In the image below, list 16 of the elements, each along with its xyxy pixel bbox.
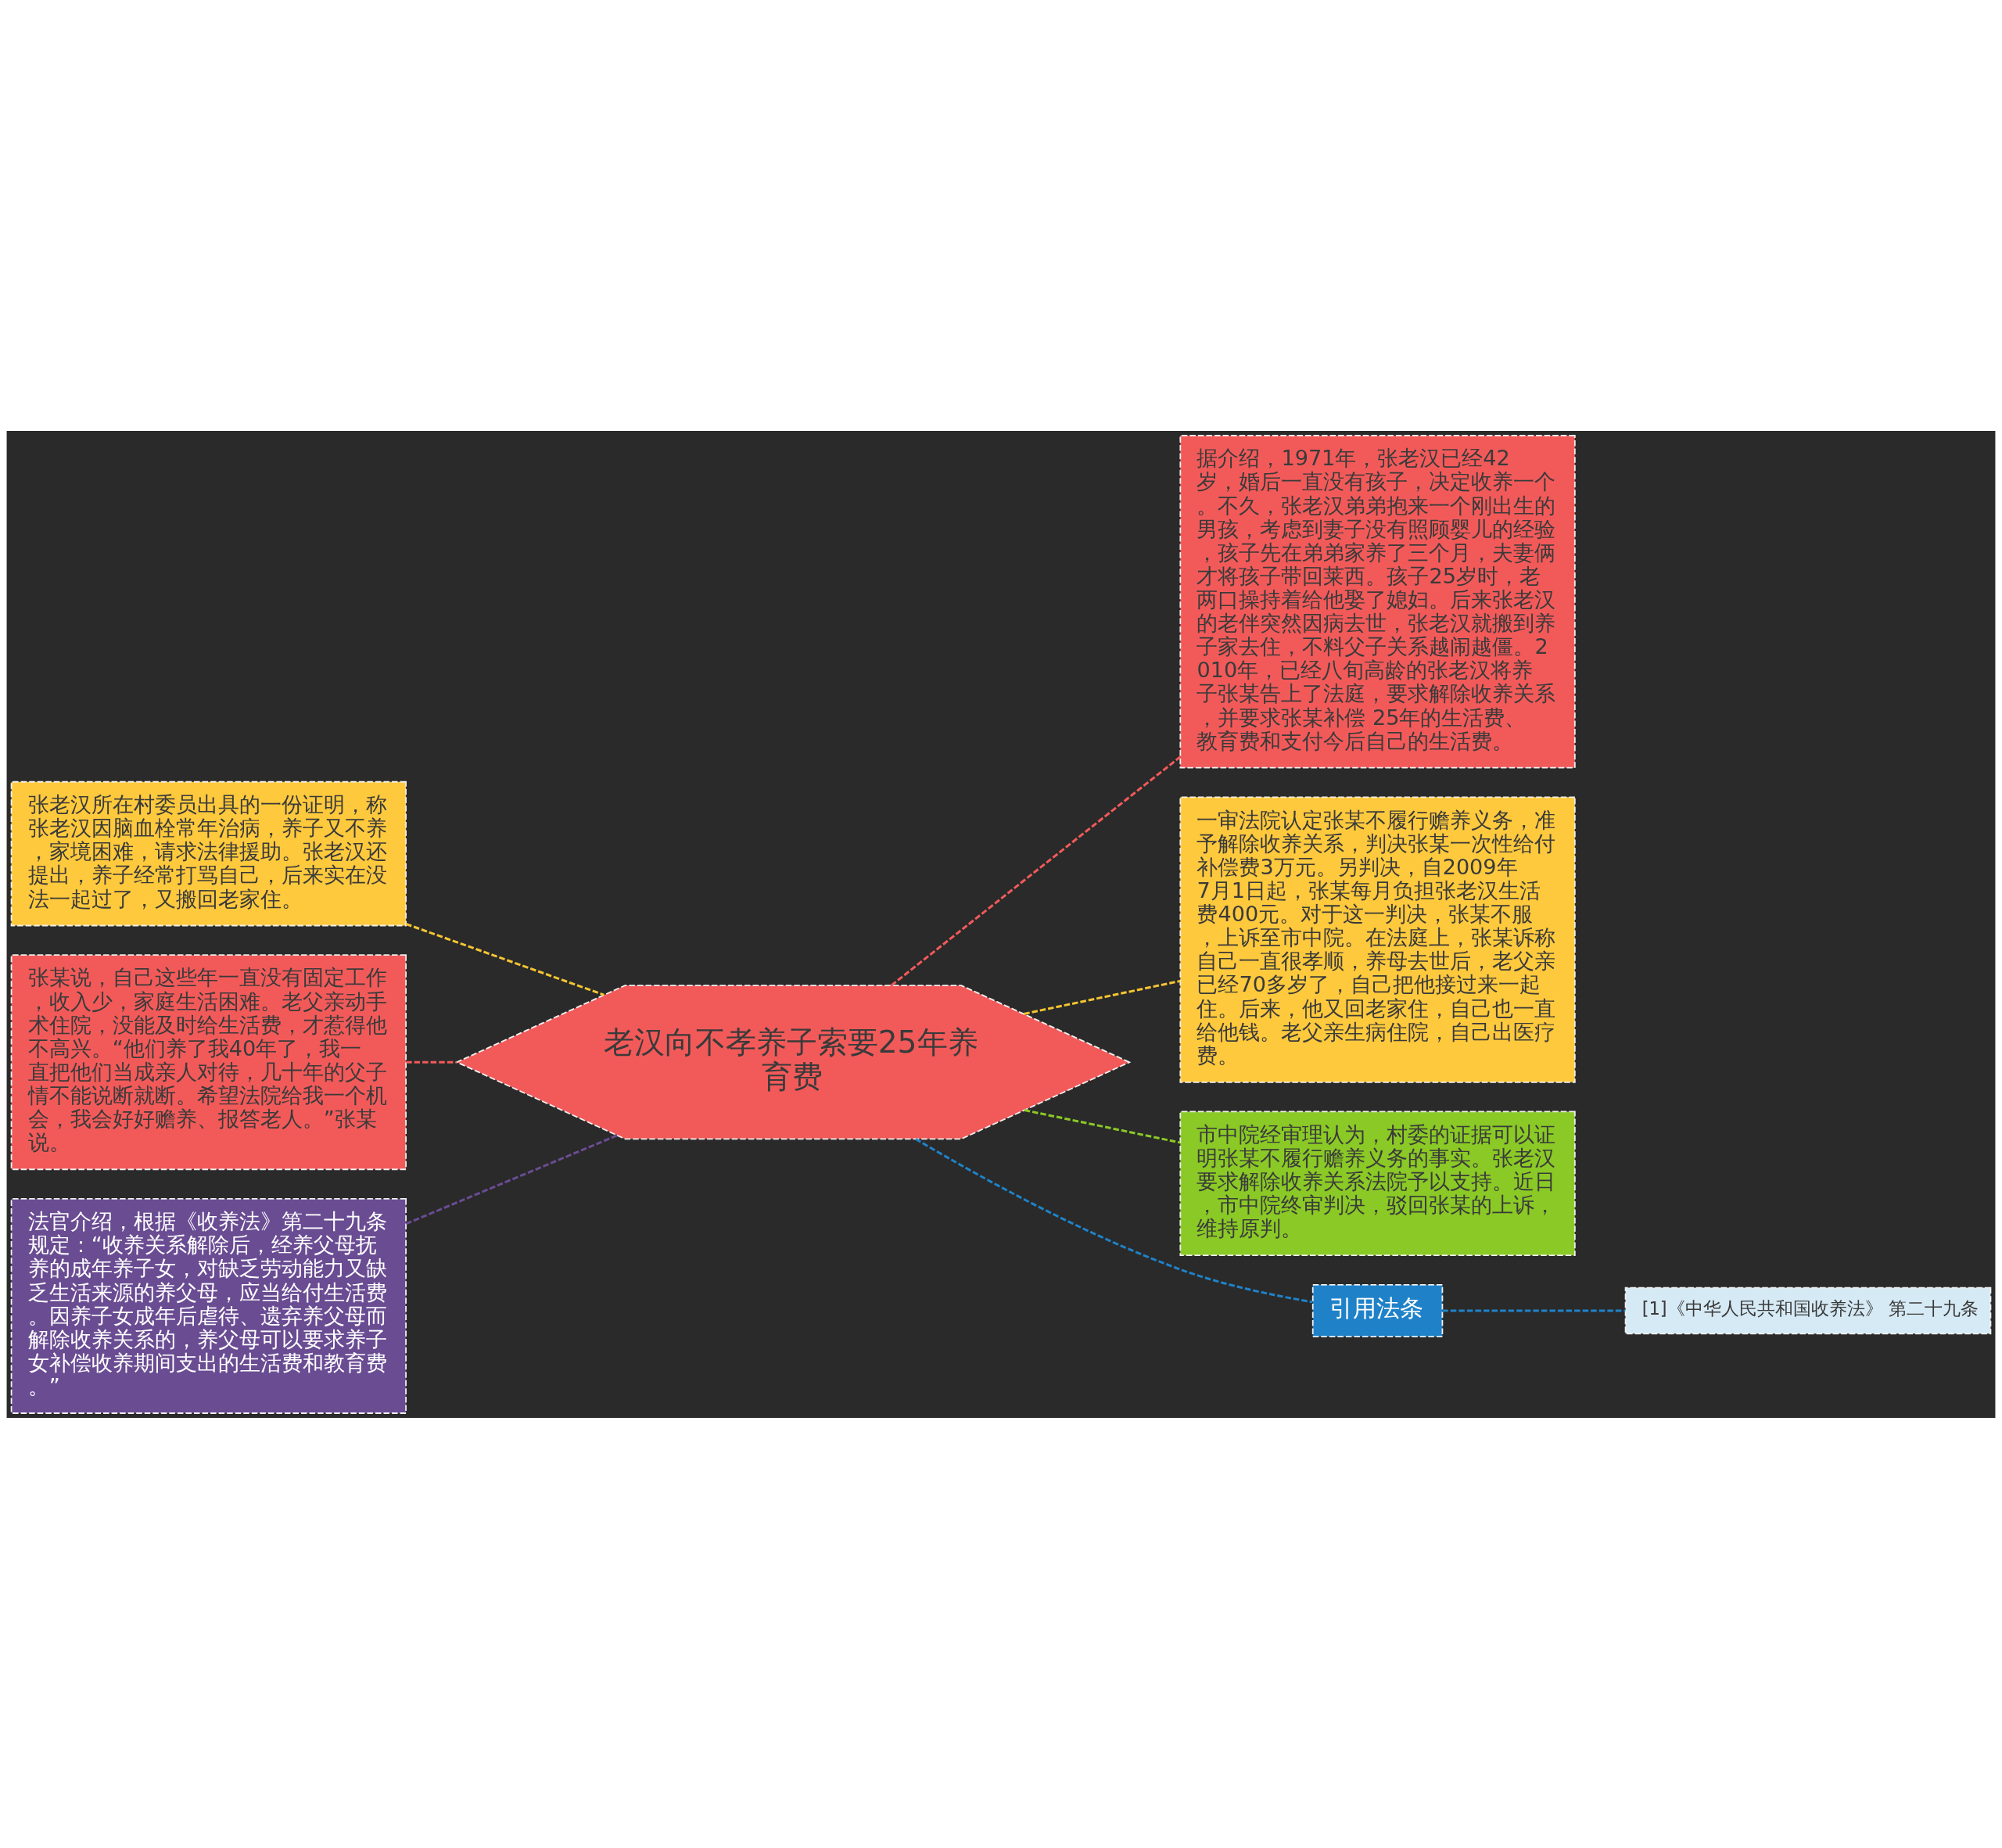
connector	[406, 1060, 457, 1064]
connector	[915, 1137, 1313, 1303]
connector	[890, 755, 1182, 986]
connector	[1442, 1308, 1626, 1312]
connector	[405, 1134, 618, 1225]
connector	[1024, 979, 1181, 1015]
connector	[405, 922, 605, 996]
connector	[1024, 1108, 1181, 1143]
node-box: 市中院经审理认为，村委的证据可以证明张某不履行赡养义务的事实。张老汉要求解除收养关系法院予以支持。近日，市中院终审判决，驳回张某的上诉，维持原判。	[1179, 1111, 1576, 1256]
node-box: 张某说，自己这些年一直没有固定工作，收入少，家庭生活困难。老父亲动手术住院，没能及时给生活费，才惹得他不高兴。“他们养了我40年了，我一直把他们当成亲人对待，几十年的父子情不能说断就断。希望法院给我一个机会，我会好好赡养、报答老人。”张某说。	[10, 953, 407, 1170]
node-box: 一审法院认定张某不履行赡养义务，准予解除收养关系，判决张某一次性给付补偿费3万元。另判决，自2009年7月1日起，张某每月负担张老汉生活费400元。对于这一判决，张某不服，上诉至市中院。在法庭上，张某诉称自己一直很孝顺，养母去世后，老父亲已经70多岁了，自己把他接过来一起住。后来，他又回老家住，自己也一直给他钱。老父亲生病住院，自己出医疗费。	[1179, 795, 1576, 1083]
node-box: 据介绍，1971年，张老汉已经42岁，婚后一直没有孩子，决定收养一个。不久，张老汉弟弟抱来一个刚出生的男孩，考虑到妻子没有照顾婴儿的经验，孩子先在弟弟家养了三个月，夫妻俩才将孩子带回莱西。孩子25岁时，老两口操持着给他娶了媳妇。后来张老汉的老伴突然因病去世，张老汉就搬到养子家去住，不料父子关系越闹越僵。2010年，已经八旬高龄的张老汉将养子张某告上了法庭，要求解除收养关系，并要求张某补偿 25年的生活费、教育费和支付今后自己的生活费。	[1179, 434, 1576, 769]
node-box: 张老汉所在村委员出具的一份证明，称张老汉因脑血栓常年治病，养子又不养，家境困难，请求法律援助。张老汉还提出，养子经常打骂自己，后来实在没法一起过了，又搬回老家住。	[10, 780, 407, 926]
node-box: [1]《中华人民共和国收养法》 第二十九条	[1624, 1286, 1992, 1334]
node-box: 引用法条	[1311, 1283, 1444, 1337]
node-box: 法官介绍，根据《收养法》第二十九条规定：“收养关系解除后，经养父母抚养的成年养子女，对缺乏劳动能力又缺乏生活来源的养父母，应当给付生活费。因养子女成年后虐待、遗弃养父母而解除收养关系的，养父母可以要求养子女补偿收养期间支出的生活费和教育费。”	[10, 1197, 407, 1414]
